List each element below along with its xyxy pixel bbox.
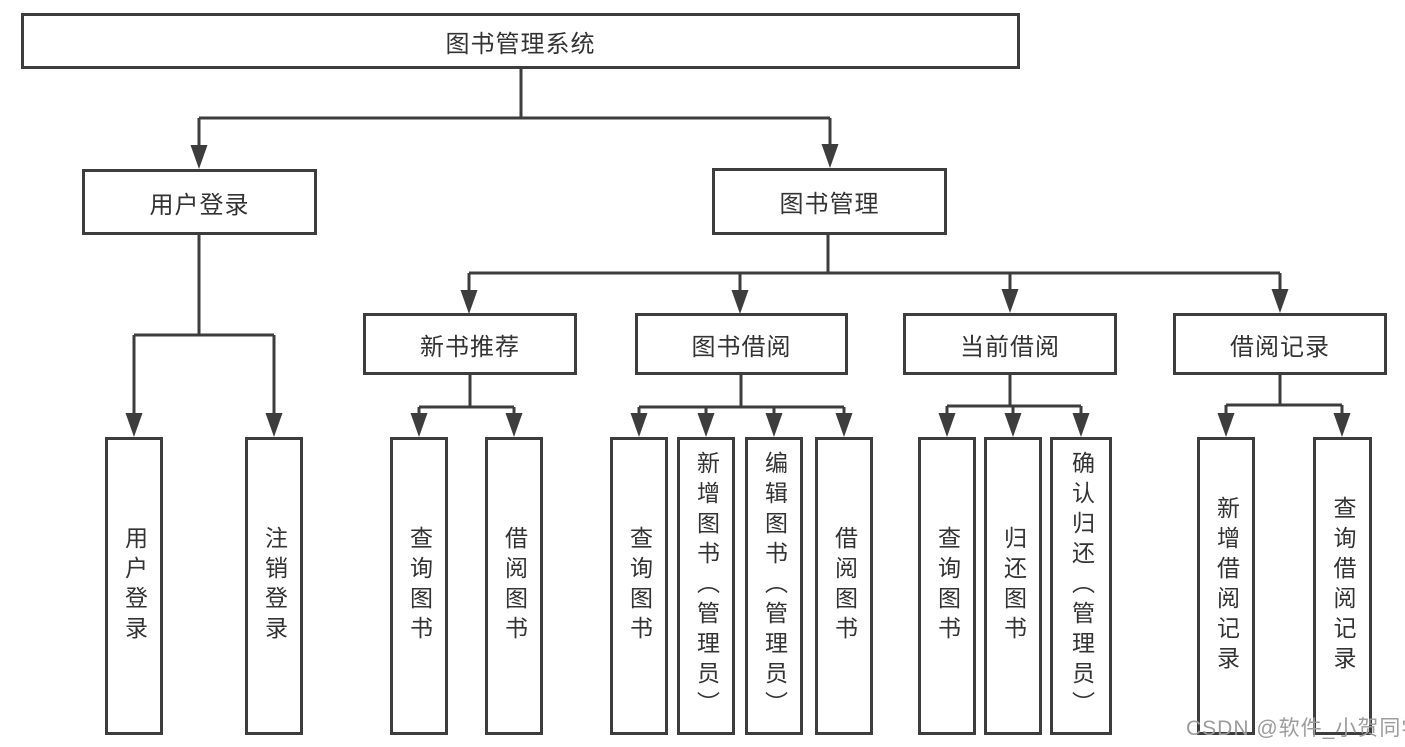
leaf-borrow-book-recommend: 借阅图书: [485, 437, 543, 735]
leaf-edit-book-admin: 编辑图书（管理员）: [745, 437, 803, 735]
node-label: 新书推荐: [420, 333, 520, 361]
leaf-query-borrow-record: 查询借阅记录: [1313, 437, 1372, 735]
leaf-query-book-recommend: 查询图书: [390, 437, 448, 735]
leaf-label: 新增借阅记录: [1213, 496, 1240, 676]
leaf-label: 借阅图书: [501, 526, 528, 646]
node-borrowing-records: 借阅记录: [1173, 313, 1387, 375]
leaf-label: 新增图书（管理员）: [693, 451, 720, 721]
csdn-watermark: CSDN @软件_小贺同学: [1186, 717, 1405, 740]
leaf-logout: 注销登录: [245, 437, 303, 735]
leaf-label: 编辑图书（管理员）: [761, 451, 788, 721]
leaf-label: 查询图书: [406, 526, 433, 646]
leaf-label: 归还图书: [1000, 526, 1027, 646]
leaf-query-book-borrowing: 查询图书: [610, 437, 668, 735]
node-label: 图书管理系统: [445, 30, 596, 58]
leaf-label: 查询借阅记录: [1330, 496, 1356, 676]
node-label: 用户登录: [149, 191, 250, 219]
node-label: 当前借阅: [960, 333, 1060, 361]
leaf-label: 用户登录: [121, 526, 148, 646]
leaf-user-login: 用户登录: [105, 437, 163, 735]
node-new-book-recommend: 新书推荐: [363, 313, 577, 375]
node-book-management: 图书管理: [712, 168, 947, 235]
leaf-confirm-return-admin: 确认归还（管理员）: [1050, 437, 1112, 735]
node-label: 图书借阅: [691, 333, 792, 361]
node-current-borrowing: 当前借阅: [903, 313, 1117, 375]
leaf-label: 确认归还（管理员）: [1068, 451, 1095, 721]
leaf-label: 注销登录: [261, 526, 288, 646]
leaf-return-book: 归还图书: [984, 437, 1042, 735]
node-label: 借阅记录: [1230, 333, 1330, 361]
leaf-label: 查询图书: [626, 526, 653, 646]
node-label: 图书管理: [779, 191, 880, 218]
leaf-label: 借阅图书: [831, 526, 858, 646]
leaf-borrow-book: 借阅图书: [815, 437, 873, 735]
node-user-login: 用户登录: [82, 169, 317, 235]
node-library-management-system: 图书管理系统: [21, 13, 1020, 69]
leaf-label: 查询图书: [934, 526, 961, 646]
leaf-add-borrow-record: 新增借阅记录: [1197, 437, 1255, 735]
node-book-borrowing: 图书借阅: [635, 313, 848, 375]
leaf-add-book-admin: 新增图书（管理员）: [677, 437, 735, 735]
leaf-query-book-current: 查询图书: [918, 437, 976, 735]
